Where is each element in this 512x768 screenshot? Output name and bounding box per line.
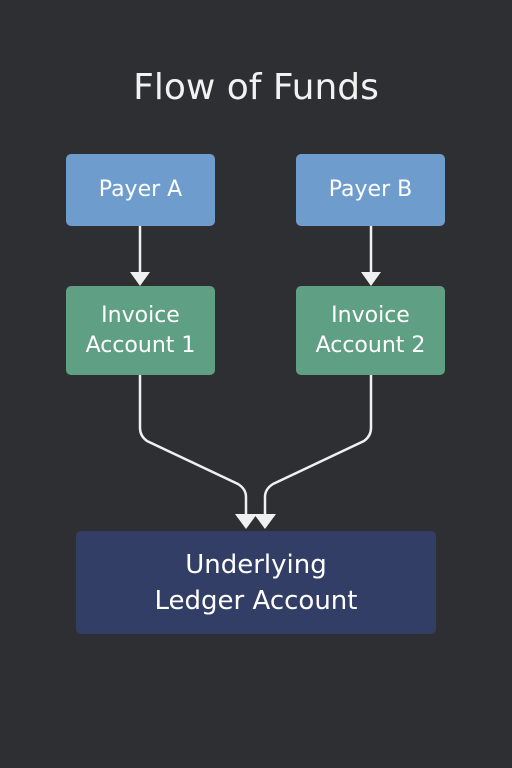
node-invoice-account-2: Invoice Account 2 [296,286,445,375]
node-label-line-1: Underlying [185,549,327,580]
node-label-line-1: Invoice [331,302,410,328]
node-label: Payer B [328,177,413,202]
node-label-line-2: Account 2 [315,332,426,358]
node-label-line-2: Ledger Account [154,585,358,616]
node-label-line-1: Invoice [101,302,180,328]
node-invoice-account-1: Invoice Account 1 [66,286,215,375]
node-underlying-ledger-account: Underlying Ledger Account [76,531,436,634]
arrow-invoice-2-to-ledger [263,375,373,516]
node-payer-b: Payer B [296,154,445,226]
arrowhead-ledger-left [235,514,257,529]
diagram-title: Flow of Funds [133,67,379,108]
node-label: Payer A [98,177,183,202]
arrowhead-invoice-1 [130,272,150,286]
node-payer-a: Payer A [66,154,215,226]
node-label-line-2: Account 1 [85,332,196,358]
arrowhead-ledger-right [254,514,276,529]
arrow-invoice-1-to-ledger [138,375,248,516]
arrowhead-invoice-2 [361,272,381,286]
